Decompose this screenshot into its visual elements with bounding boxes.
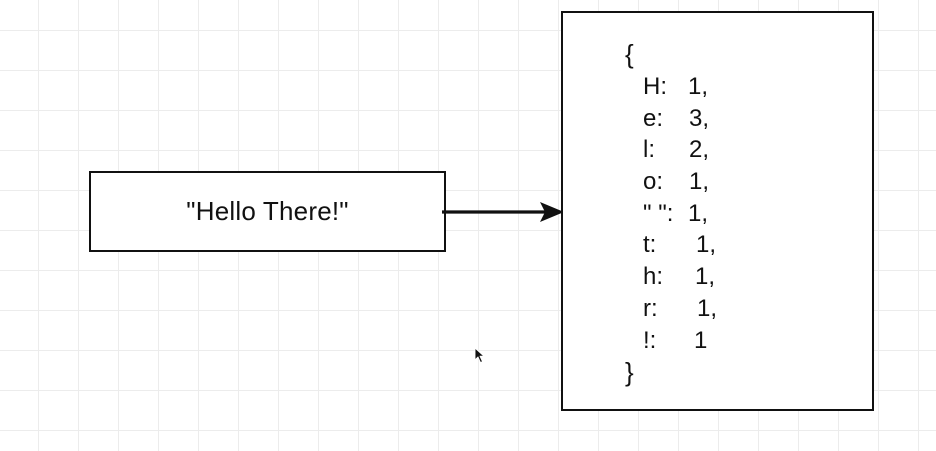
entry-value: 1, <box>696 231 717 259</box>
char-count-entry: o: 1, <box>643 166 709 198</box>
entry-key: r: <box>643 294 658 322</box>
entry-key: " ": <box>643 199 674 227</box>
entry-key: o: <box>643 168 664 196</box>
input-string-text: "Hello There!" <box>186 196 349 226</box>
entry-value: 1, <box>689 168 710 196</box>
entry-key: t: <box>643 231 657 259</box>
input-string-box: "Hello There!" <box>89 171 446 252</box>
char-count-entry: " ": 1, <box>643 198 708 230</box>
char-count-entry: e: 3, <box>643 103 709 135</box>
entry-key: !: <box>643 326 657 354</box>
entry-key: h: <box>643 263 664 291</box>
entry-value: 1 <box>694 326 708 354</box>
entry-value: 1, <box>695 263 716 291</box>
entry-value: 3, <box>689 104 710 132</box>
entry-value: 2, <box>689 136 710 164</box>
char-count-entries: H: 1, e: 3, l: 2, o: 1, " ": 1, t: 1, <box>643 71 717 357</box>
close-brace: } <box>625 357 634 387</box>
char-count-entry: h: 1, <box>643 261 715 293</box>
open-brace: { <box>625 39 634 69</box>
entry-key: l: <box>643 136 655 164</box>
char-count-object-box: { H: 1, e: 3, l: 2, o: 1, " ": 1, <box>561 11 874 411</box>
arrow-right-icon <box>442 202 564 222</box>
mouse-pointer-icon <box>474 347 485 363</box>
entry-key: e: <box>643 104 664 132</box>
entry-key: H: <box>643 73 667 100</box>
char-count-entry: H: 1, <box>643 71 708 103</box>
entry-value: 1, <box>688 73 709 100</box>
char-count-entry: !: 1 <box>643 325 707 357</box>
entry-value: 1, <box>688 199 709 227</box>
char-count-entry: r: 1, <box>643 293 717 325</box>
entry-value: 1, <box>697 294 718 322</box>
char-count-entry: l: 2, <box>643 134 709 166</box>
char-count-entry: t: 1, <box>643 229 716 261</box>
